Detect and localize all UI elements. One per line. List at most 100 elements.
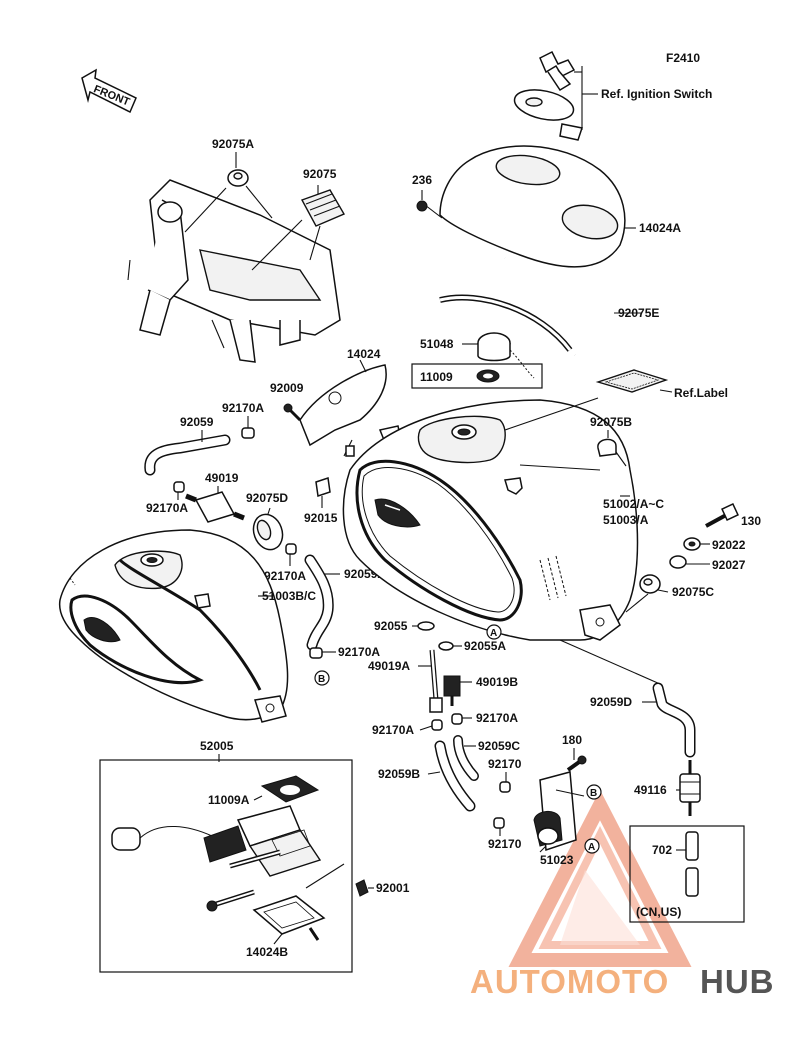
bolt-92009 [283, 403, 302, 422]
label-180: 180 [562, 733, 582, 747]
label-92059: 92059 [180, 415, 214, 429]
diagram-code: F2410 [666, 51, 700, 65]
hose-92059B [427, 740, 476, 812]
label-49019A: 49019A [368, 659, 410, 673]
label-51003A: 51003/A [603, 513, 649, 527]
damper-92075D [252, 507, 284, 551]
ref-label-plate [595, 369, 673, 393]
marker-b1: B [318, 674, 325, 685]
label-49116: 49116 [634, 783, 667, 797]
label-11009A: 11009A [208, 793, 250, 807]
gasket-11009A [253, 775, 320, 803]
marker-a-center: A [486, 624, 502, 640]
label-92022: 92022 [712, 538, 746, 552]
hose-92059D [559, 639, 696, 758]
damper-92075 [251, 185, 346, 271]
watermark-part2: HUB [700, 963, 775, 1000]
label-92075C: 92075C [672, 585, 714, 599]
fuel-tank-left [58, 529, 289, 723]
label-92075: 92075 [303, 167, 337, 181]
label-92059B: 92059B [378, 767, 420, 781]
label-region-cn-us: (CN,US) [636, 905, 681, 919]
label-92027: 92027 [712, 558, 746, 572]
hose-92059A [304, 554, 340, 651]
marker-a1: A [490, 628, 497, 639]
label-92055A: 92055A [464, 639, 506, 653]
clamp-92170A-1 [241, 416, 255, 439]
oring-92055 [412, 621, 435, 631]
label-702: 702 [652, 843, 672, 857]
clamp-92170A-6 [451, 713, 472, 725]
label-92009: 92009 [270, 381, 304, 395]
label-236: 236 [412, 173, 432, 187]
clamp-92170-2 [493, 817, 505, 836]
label-92170-1: 92170 [488, 757, 522, 771]
part-92015 [315, 439, 355, 508]
label-92059C: 92059C [478, 739, 520, 753]
label-52005: 52005 [200, 739, 234, 753]
label-51002: 51002/A~C [603, 497, 664, 511]
marker-b2: B [590, 788, 597, 799]
label-49019B: 49019B [476, 675, 518, 689]
hose-92059 [144, 430, 231, 476]
front-arrow: FRONT [81, 68, 137, 114]
label-92059D: 92059D [590, 695, 632, 709]
bolt-236 [416, 190, 428, 212]
collar-92027 [669, 555, 710, 569]
clamp-92170A-3 [285, 543, 297, 566]
clamp-92170A-5 [419, 719, 443, 731]
bracket-14024 [299, 359, 401, 447]
clamp-92170-1 [499, 772, 511, 793]
oring-92055A [438, 641, 462, 651]
damper-92075C [625, 574, 669, 613]
bolt-130 [705, 503, 739, 528]
label-14024B: 14024B [246, 945, 288, 959]
label-92055: 92055 [374, 619, 408, 633]
bolt-180 [566, 748, 587, 772]
seal-strip [439, 256, 642, 361]
fuel-cap [462, 332, 535, 379]
damper-92075A [184, 152, 273, 233]
marker-a-right: A [584, 838, 600, 854]
label-ref-label: Ref.Label [674, 386, 728, 400]
filter-49116 [676, 760, 701, 816]
marker-b-left: B [314, 670, 330, 686]
label-92075D: 92075D [246, 491, 288, 505]
label-92075E: 92075E [618, 306, 659, 320]
washer-92022 [683, 537, 710, 551]
assembly-box [99, 759, 353, 973]
label-92170A-4: 92170A [338, 645, 380, 659]
fitting-49019B [429, 675, 472, 713]
label-92075B: 92075B [590, 415, 632, 429]
label-92170A-1: 92170A [222, 401, 264, 415]
label-14024A: 14024A [639, 221, 681, 235]
label-92170A-6: 92170A [476, 711, 518, 725]
label-92001: 92001 [376, 881, 410, 895]
gasket-14024B [252, 895, 326, 945]
label-49019: 49019 [205, 471, 239, 485]
label-11009: 11009 [420, 370, 453, 384]
label-92170A-3: 92170A [264, 569, 306, 583]
label-92170-2: 92170 [488, 837, 522, 851]
hose-92059C [453, 735, 479, 781]
label-14024: 14024 [347, 347, 381, 361]
petcock-51023 [533, 771, 585, 853]
marker-b-right: B [586, 784, 602, 800]
label-130: 130 [741, 514, 761, 528]
label-51023: 51023 [540, 853, 574, 867]
label-51048: 51048 [420, 337, 454, 351]
label-51003BC: 51003B/C [262, 589, 316, 603]
clamp-92170A-4 [309, 647, 336, 659]
watermark-part1: AUTOMOTO [470, 963, 669, 1000]
fuel-tank-main [342, 397, 639, 641]
ignition-key-group [513, 50, 598, 141]
region-box [629, 825, 745, 923]
label-92075A: 92075A [212, 137, 254, 151]
label-ref-ignition-switch: Ref. Ignition Switch [601, 87, 712, 101]
label-92170A-5: 92170A [372, 723, 414, 737]
label-92015: 92015 [304, 511, 338, 525]
pipe-702 [676, 831, 699, 897]
fuel-gauge-sender [111, 805, 322, 912]
